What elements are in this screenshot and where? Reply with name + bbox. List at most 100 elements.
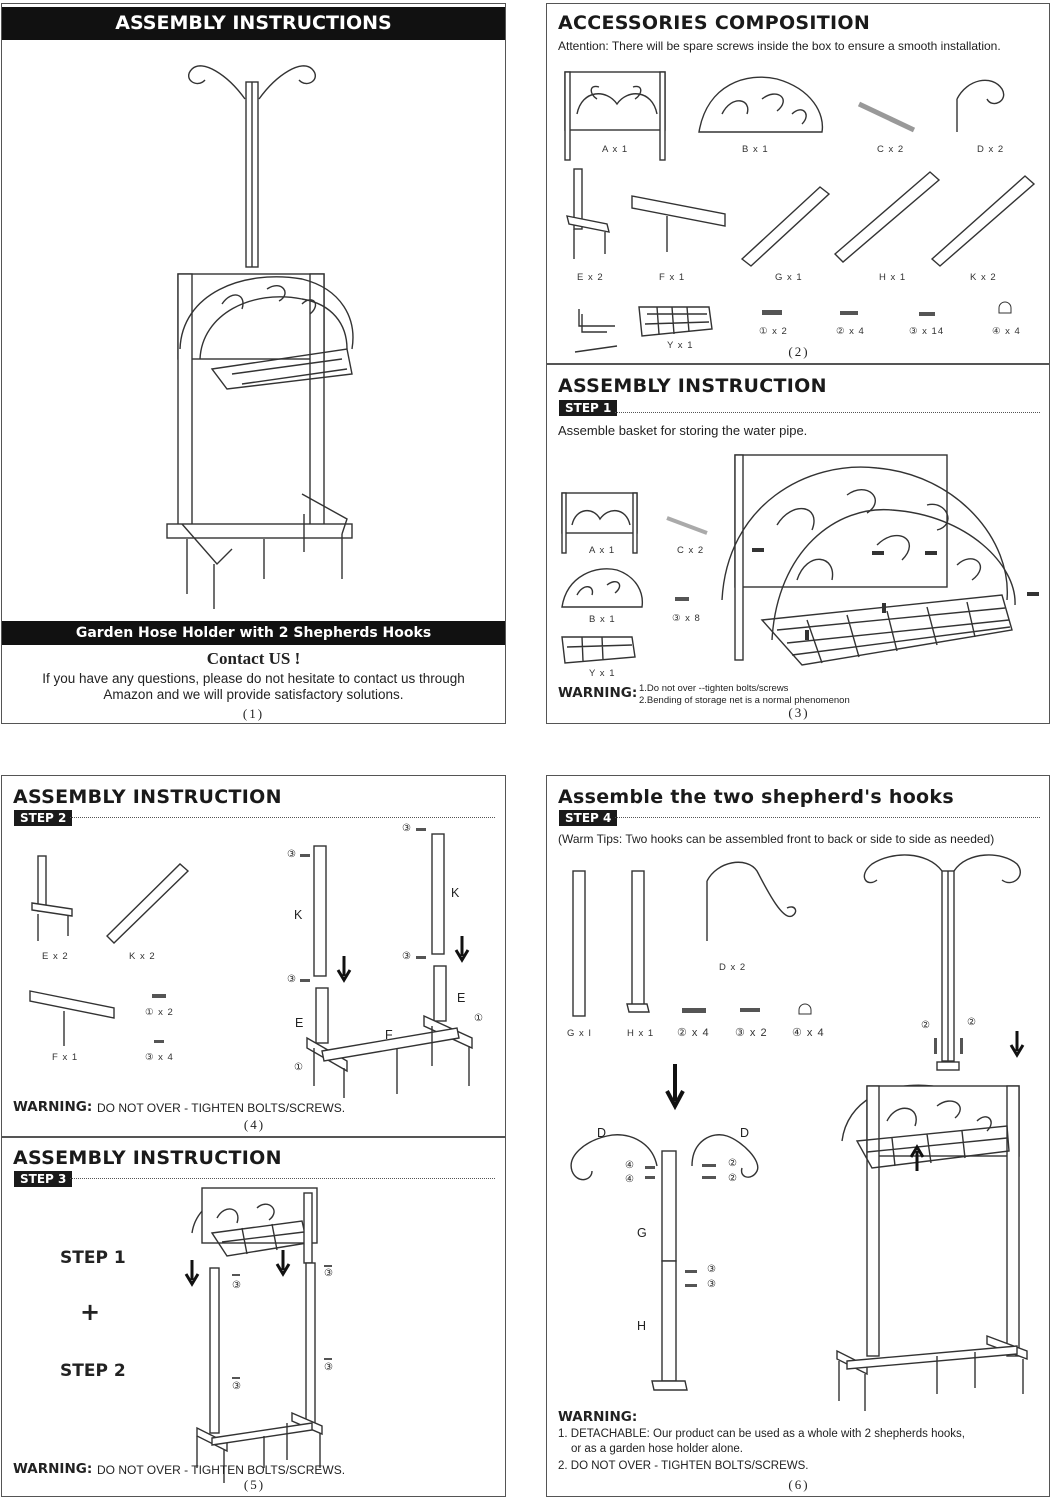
panel-step4: Assemble the two shepherd's hooks STEP 4… [546,775,1050,1497]
warning-line-1: 1. DETACHABLE: Our product can be used a… [558,1428,965,1440]
warning-label: WARNING: [558,1409,638,1425]
label-c: C x 2 [677,545,705,556]
product-illustration [166,65,354,609]
step-badge: STEP 4 [559,810,618,826]
section-title: ASSEMBLY INSTRUCTION [13,1147,282,1169]
page-number: (1) [242,706,265,721]
diagram-num-3a: ③ [287,849,296,860]
diagram-num-2d: ② [967,1017,976,1028]
step-description: Assemble basket for storing the water pi… [558,423,808,438]
divider [615,817,1040,818]
diagram-num-2a: ② [728,1158,737,1169]
label-y: Y x 1 [589,668,616,679]
screw-label-1: ① x 2 [759,326,788,337]
label-k: K x 2 [129,951,156,962]
part-label-k: K x 2 [970,272,997,283]
diagram-num-1b: ① [474,1013,483,1024]
part-label-e: E x 2 [577,272,604,283]
divider [70,1178,495,1179]
label-screw-3: ③ x 4 [145,1052,174,1063]
section-title: ASSEMBLY INSTRUCTION [13,786,282,808]
diagram-f: F [385,1028,393,1042]
part-label-f: F x 1 [659,272,686,283]
label-f: F x 1 [52,1052,79,1063]
part-label-g: G x 1 [775,272,803,283]
diagram-num-3c: ③ [402,823,411,834]
cover-header: ASSEMBLY INSTRUCTIONS [2,7,505,40]
part-label-c: C x 2 [877,144,905,155]
product-name-banner: Garden Hose Holder with 2 Shepherds Hook… [2,621,505,645]
warm-tips: (Warm Tips: Two hooks can be assembled f… [558,832,995,846]
divider [70,817,495,818]
warning-line-1b: or as a garden hose holder alone. [571,1443,743,1455]
step-badge: STEP 1 [559,400,618,416]
warning-line-2: 2.Bending of storage net is a normal phe… [639,695,850,706]
label-a: A x 1 [589,545,616,556]
step2-illustration [29,828,473,1098]
step4-illustration [570,854,1028,1411]
diagram-num-3b: ③ [707,1279,716,1290]
num-3d: ③ [324,1362,333,1373]
combine-step-2: STEP 2 [60,1361,126,1381]
attention-note: Attention: There will be spare screws in… [558,39,1001,53]
num-3b: ③ [324,1268,333,1279]
step1-illustration [561,454,1039,666]
panel-accessories: ACCESSORIES COMPOSITION Attention: There… [546,3,1050,364]
label-h: H x 1 [627,1028,655,1039]
warning-text: DO NOT OVER - TIGHTEN BOLTS/SCREWS. [97,1101,346,1115]
diagram-num-3a: ③ [707,1264,716,1275]
divider [615,412,1040,413]
section-title: Assemble the two shepherd's hooks [558,786,954,808]
label-screw-1: ① x 2 [145,1007,174,1018]
part-label-b: B x 1 [742,144,769,155]
section-title: ASSEMBLY INSTRUCTION [558,375,827,397]
section-title: ACCESSORIES COMPOSITION [558,12,871,34]
warning-label: WARNING: [13,1461,93,1477]
label-screw-3: ③ x 8 [672,613,701,624]
diagram-num-1a: ① [294,1062,303,1073]
contact-line-2: Amazon and we will provide satisfactory … [103,687,404,702]
diagram-num-4b: ④ [625,1174,634,1185]
diagram-e-left: E [295,1016,304,1030]
step-badge: STEP 3 [14,1171,73,1187]
contact-title: Contact US ! [206,649,301,668]
warning-line-2: 2. DO NOT OVER - TIGHTEN BOLTS/SCREWS. [558,1460,809,1472]
warning-label: WARNING: [13,1099,93,1115]
step3-illustration [184,1187,332,1483]
combine-plus: + [80,1298,101,1326]
page-number: (4) [243,1117,266,1132]
label-d: D x 2 [719,962,747,973]
diagram-g: G [637,1226,647,1240]
diagram-h: H [637,1319,647,1333]
label-screw-2: ② x 4 [677,1027,710,1039]
part-label-a: A x 1 [602,144,629,155]
diagram-d-right: D [740,1126,750,1140]
label-b: B x 1 [589,614,616,625]
combine-step-1: STEP 1 [60,1248,126,1268]
num-3c: ③ [232,1381,241,1392]
panel-step1: ASSEMBLY INSTRUCTION STEP 1 Assemble bas… [546,364,1050,724]
diagram-num-2b: ② [728,1173,737,1184]
warning-label: WARNING: [558,685,638,701]
diagram-k-right: K [451,886,460,900]
page-number: (3) [788,705,810,720]
label-e: E x 2 [42,951,69,962]
diagram-k-left: K [294,908,303,922]
step-badge: STEP 2 [14,810,73,826]
parts-illustration [564,71,1036,353]
warning-text: DO NOT OVER - TIGHTEN BOLTS/SCREWS. [97,1463,346,1477]
part-label-d: D x 2 [977,144,1005,155]
part-label-y: Y x 1 [667,340,694,351]
page-number: (2) [788,344,810,359]
diagram-num-4a: ④ [625,1160,634,1171]
panel-cover: ASSEMBLY INSTRUCTIONS Garden Hose Holder… [1,3,506,724]
part-label-h: H x 1 [879,272,907,283]
diagram-e-right: E [457,991,466,1005]
screw-label-3: ③ x 14 [909,326,945,337]
diagram-num-3d: ③ [402,951,411,962]
num-3a: ③ [232,1280,241,1291]
label-screw-3: ③ x 2 [735,1027,768,1039]
diagram-d-left: D [597,1126,607,1140]
panel-step3: ASSEMBLY INSTRUCTION STEP 3 STEP 1 + STE… [1,1137,506,1497]
page-number: (6) [788,1477,810,1492]
